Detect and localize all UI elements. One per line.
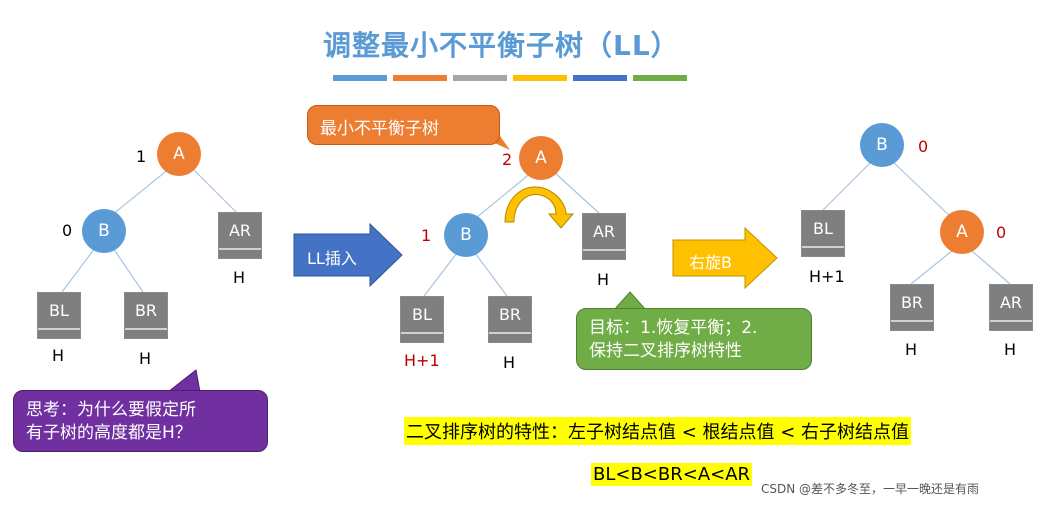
edge-t1-a-ar xyxy=(191,167,237,213)
t1-node-b: B xyxy=(82,209,126,253)
t1-ar-height: H xyxy=(233,268,246,287)
t3-ar-label: AR xyxy=(999,293,1023,312)
edge-t1-b-br xyxy=(112,247,144,293)
t1-br-height: H xyxy=(139,349,152,368)
bst-order-text: BL<B<BR<A<AR xyxy=(591,463,753,486)
think-line-2: 有子树的高度都是H？ xyxy=(26,423,192,443)
t3-a-balance: 0 xyxy=(996,223,1007,242)
t2-br-height: H xyxy=(503,353,516,372)
t2-ar-label: AR xyxy=(592,222,616,241)
edge-t3-b-bl xyxy=(822,161,872,211)
t3-br-height: H xyxy=(905,340,918,359)
t3-ar-height: H xyxy=(1004,340,1017,359)
color-bar-5 xyxy=(573,75,627,81)
t1-subtree-ar: AR xyxy=(218,212,262,259)
edge-t2-b-bl xyxy=(423,252,458,297)
edge-t1-a-b xyxy=(111,167,171,216)
edge-t2-a-b xyxy=(475,171,533,219)
insert-arrow-label: LL插入 xyxy=(307,249,357,268)
edge-t2-a-ar xyxy=(553,171,601,215)
edge-t3-a-ar xyxy=(970,249,1011,285)
t1-br-label: BR xyxy=(134,301,158,320)
t2-bl-height: H+1 xyxy=(404,351,440,370)
t3-br-label: BR xyxy=(900,293,924,312)
t2-b-balance: 1 xyxy=(421,226,432,245)
color-bar-4 xyxy=(513,75,567,81)
t2-subtree-br: BR xyxy=(488,296,532,343)
t2-ar-height: H xyxy=(597,270,610,289)
goal-line-2: 保持二叉排序树特性 xyxy=(589,341,742,361)
t2-root-balance: 2 xyxy=(502,150,513,169)
bst-property-text: 二叉排序树的特性：左子树结点值 < 根结点值 < 右子树结点值 xyxy=(404,417,912,445)
rotate-arrow-label: 右旋B xyxy=(689,253,732,272)
t2-node-a: A xyxy=(519,136,563,180)
t3-bl-label: BL xyxy=(813,219,833,238)
edge-t1-b-bl xyxy=(61,247,96,293)
color-bar-3 xyxy=(453,75,507,81)
t3-subtree-bl: BL xyxy=(801,210,845,257)
edge-t3-a-br xyxy=(910,249,954,285)
watermark: CSDN @差不多冬至，一早一晚还是有雨 xyxy=(761,482,980,496)
curved-rotation-arrow xyxy=(504,186,575,229)
t1-bl-height: H xyxy=(52,346,65,365)
think-callout: 思考：为什么要假定所 有子树的高度都是H？ xyxy=(13,390,268,452)
think-line-1: 思考：为什么要假定所 xyxy=(26,400,196,420)
t1-ar-label: AR xyxy=(228,221,252,240)
t3-b-balance: 0 xyxy=(918,137,929,156)
t3-node-a: A xyxy=(940,210,984,254)
t2-bl-label: BL xyxy=(412,305,432,324)
t3-subtree-ar: AR xyxy=(989,284,1033,331)
t2-node-b: B xyxy=(444,213,488,257)
t1-node-a: A xyxy=(157,132,201,176)
t3-subtree-br: BR xyxy=(890,284,934,331)
insert-arrow xyxy=(293,222,403,288)
color-bar-1 xyxy=(333,75,387,81)
diagram-title: 调整最小不平衡子树（LL） xyxy=(323,29,680,62)
t1-subtree-br: BR xyxy=(124,292,168,339)
min-unbalanced-callout: 最小不平衡子树 xyxy=(307,105,500,145)
color-bar-6 xyxy=(633,75,687,81)
goal-line-1: 目标：1.恢复平衡；2. xyxy=(589,318,758,338)
t2-subtree-bl: BL xyxy=(400,296,444,343)
purple-callout-tail xyxy=(166,369,201,393)
t2-subtree-ar: AR xyxy=(582,213,626,260)
t1-bl-label: BL xyxy=(49,301,69,320)
t3-node-b: B xyxy=(860,123,904,167)
rotate-arrow xyxy=(672,226,778,290)
t3-bl-height: H+1 xyxy=(809,267,845,286)
t1-b-balance: 0 xyxy=(62,221,73,240)
t1-subtree-bl: BL xyxy=(37,292,81,339)
color-bar-2 xyxy=(393,75,447,81)
edge-t3-b-a xyxy=(892,161,953,219)
goal-callout: 目标：1.恢复平衡；2. 保持二叉排序树特性 xyxy=(576,308,812,370)
edge-t2-b-br xyxy=(474,252,508,297)
t2-br-label: BR xyxy=(498,305,522,324)
t1-root-balance: 1 xyxy=(136,147,147,166)
